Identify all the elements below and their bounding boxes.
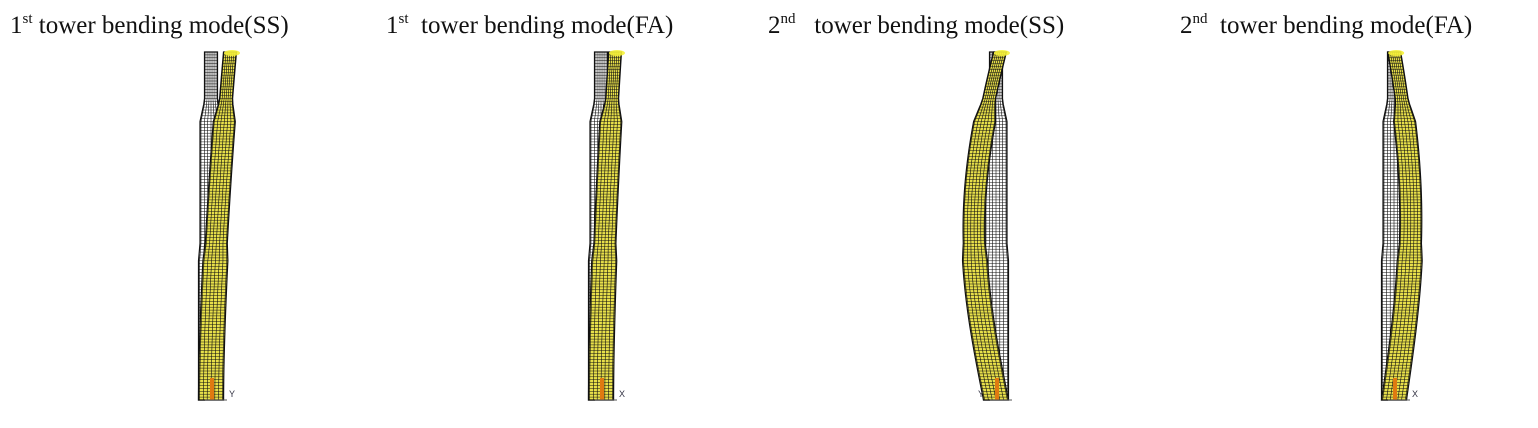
deformed-tower-meridian bbox=[1386, 51, 1405, 401]
panel-title-2: 1st tower bending mode(FA) bbox=[386, 11, 674, 39]
undeformed-tower-meridian bbox=[999, 52, 1004, 400]
deformed-tower-meridian bbox=[210, 51, 231, 401]
deformed-tower-meridian bbox=[600, 51, 616, 401]
deformed-tower-meridian bbox=[1395, 51, 1415, 401]
deformed-tower-meridian bbox=[963, 51, 995, 401]
panel-title-4: 2nd tower bending mode(FA) bbox=[1180, 11, 1473, 39]
panel-title-3: 2nd tower bending mode(SS) bbox=[768, 11, 1065, 39]
deformed-tower-meridian bbox=[612, 51, 622, 401]
base-constraint-marker bbox=[1393, 378, 1397, 400]
deformed-tower-meridian bbox=[1389, 51, 1408, 401]
panel-title-1: 1st tower bending mode(SS) bbox=[10, 11, 289, 39]
undeformed-tower-meridian bbox=[1386, 52, 1391, 400]
base-constraint-marker bbox=[210, 378, 214, 400]
deformed-tower-meridian bbox=[1382, 51, 1402, 401]
deformed-tower-meridian bbox=[222, 51, 237, 401]
mode-panel-2: X bbox=[587, 50, 625, 401]
deformed-tower-meridian bbox=[589, 51, 610, 401]
deformed-tower-meridian bbox=[967, 51, 997, 401]
deformed-tower-meridian bbox=[203, 51, 227, 401]
deformed-tower-meridian bbox=[596, 51, 614, 401]
deformed-tower-meridian bbox=[977, 51, 1003, 401]
deformed-tower-meridian bbox=[973, 51, 1001, 401]
deformed-tower-meridian bbox=[1399, 51, 1422, 401]
undeformed-tower-meridian bbox=[1382, 52, 1389, 400]
deformed-tower-meridian bbox=[593, 51, 612, 401]
deformed-tower-meridian bbox=[604, 51, 618, 401]
base-constraint-marker bbox=[995, 378, 999, 400]
base-constraint-marker bbox=[600, 378, 604, 400]
deformed-tower-meridian bbox=[980, 51, 1005, 401]
max-displacement-marker bbox=[609, 50, 625, 56]
axis-label: Y bbox=[978, 389, 984, 399]
deformed-tower-meridian bbox=[983, 51, 1008, 401]
deformed-tower-meridian bbox=[1397, 51, 1418, 401]
undeformed-tower-meridian bbox=[1001, 52, 1008, 400]
deformed-tower-meridian bbox=[608, 51, 620, 401]
deformed-tower-meridian bbox=[199, 51, 225, 401]
deformed-tower-meridian bbox=[970, 51, 999, 401]
deformed-tower-meridian bbox=[214, 51, 233, 401]
mode-panel-3: Y bbox=[961, 50, 1012, 401]
deformed-tower-meridian bbox=[1393, 51, 1412, 401]
axis-label: X bbox=[1412, 389, 1418, 399]
undeformed-tower-meridian bbox=[997, 52, 1001, 400]
max-displacement-marker bbox=[1388, 50, 1405, 56]
max-displacement-marker bbox=[224, 50, 240, 56]
mode-panel-4: X bbox=[1380, 50, 1423, 401]
mode-panel-1: Y bbox=[197, 50, 240, 401]
deformed-tower-meridian bbox=[218, 51, 235, 401]
axis-label: Y bbox=[229, 389, 235, 399]
deformed-tower-meridian bbox=[206, 51, 229, 401]
max-displacement-marker bbox=[993, 50, 1010, 56]
axis-label: X bbox=[619, 389, 625, 399]
